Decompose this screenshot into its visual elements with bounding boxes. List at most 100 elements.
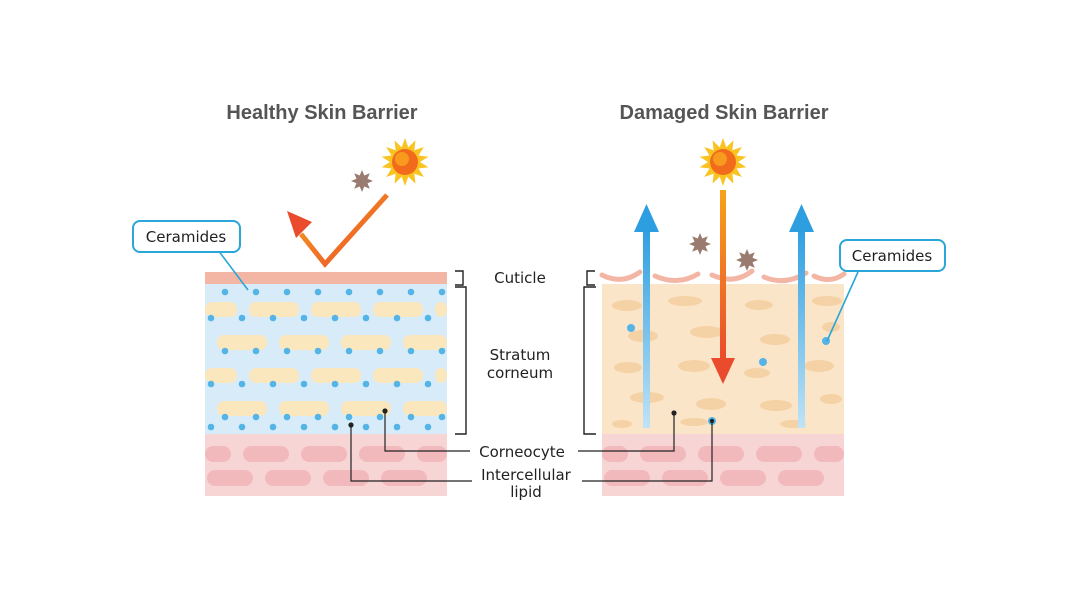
ceramide-dot	[331, 423, 339, 431]
damaged-corneocyte	[690, 326, 724, 338]
ceramide-dot	[376, 347, 384, 355]
lower-cell	[265, 470, 311, 486]
damaged-corneocyte	[678, 360, 710, 372]
lower-cell	[359, 446, 405, 462]
ceramide-dot	[207, 314, 215, 322]
corneocyte-pointer-left	[382, 408, 388, 414]
corneocyte-cell	[403, 335, 447, 350]
ceramide-dot	[331, 314, 339, 322]
damaged-corneocyte	[804, 360, 834, 372]
corneocyte-cell	[279, 335, 329, 350]
damaged-corneocyte	[760, 400, 792, 411]
reflect-arrow-icon	[287, 193, 389, 268]
corneocyte-cell	[249, 368, 299, 383]
corneocyte-cell	[205, 368, 237, 383]
ceramide-dot	[438, 288, 446, 296]
intercellular-label-line1: Intercellular	[481, 466, 572, 484]
lower-cell	[243, 446, 289, 462]
lipid-pointer-right	[709, 418, 715, 424]
lower-cell	[698, 446, 744, 462]
ceramide-dot	[238, 314, 246, 322]
ceramide-dot	[221, 347, 229, 355]
ceramide-dot	[314, 413, 322, 421]
ceramide-dot	[238, 423, 246, 431]
damaged-corneocyte	[812, 296, 842, 306]
damaged-lower-cells	[602, 446, 844, 486]
lower-cell	[814, 446, 844, 462]
ceramide-dot	[376, 413, 384, 421]
damaged-corneocyte	[612, 300, 642, 311]
ceramide-dot	[300, 380, 308, 388]
damaged-corneocyte	[696, 398, 726, 410]
ceramide-dot	[331, 380, 339, 388]
corneocyte-cell	[341, 401, 391, 416]
cuticle-label: Cuticle	[494, 269, 546, 287]
ceramide-dot	[252, 347, 260, 355]
ceramide-dot	[269, 380, 277, 388]
stratum-label-line1: Stratum	[490, 346, 551, 364]
leader-lines	[350, 411, 713, 482]
corneocyte-cell	[435, 368, 447, 383]
corneocyte-leader-left	[384, 411, 470, 452]
damaged-lipid-dot	[627, 324, 635, 332]
sun-icon	[699, 138, 747, 186]
ceramide-dot	[300, 314, 308, 322]
healthy-skin-section	[205, 272, 447, 496]
ceramide-dot	[207, 380, 215, 388]
corneocyte-cell	[403, 401, 447, 416]
left-callout-pointer	[217, 249, 249, 291]
particle-icon	[689, 233, 711, 255]
left-cuticle-bracket	[455, 270, 464, 286]
lower-cell	[602, 446, 628, 462]
ceramide-dot	[362, 380, 370, 388]
right-callout-pointer	[826, 271, 859, 342]
damaged-corneocyte	[614, 362, 642, 373]
corneocyte-pointer-right	[671, 410, 677, 416]
healthy-cuticle	[205, 272, 447, 284]
ceramide-dot	[283, 347, 291, 355]
right-stratum-bracket	[583, 286, 596, 435]
ceramide-dot	[424, 314, 432, 322]
corneocyte-cell	[217, 335, 267, 350]
healthy-lower-layer	[205, 434, 447, 496]
ceramide-dot	[376, 288, 384, 296]
ceramide-dot	[362, 423, 370, 431]
lower-cell	[720, 470, 766, 486]
corneocyte-cell	[373, 302, 423, 317]
damaged-corneocyte	[668, 296, 702, 306]
healthy-lower-cells	[205, 446, 447, 486]
damaged-corneocyte	[822, 322, 840, 332]
lower-cell	[640, 446, 686, 462]
damaged-corneocyte	[744, 368, 770, 378]
corneocyte-label: Corneocyte	[479, 443, 565, 461]
damaged-lipid-dot	[759, 358, 767, 366]
ceramide-dot	[252, 288, 260, 296]
intercellular-leader-left	[350, 425, 472, 482]
sun-highlight	[713, 152, 727, 166]
right-callout-text: Ceramides	[852, 247, 933, 265]
ceramide-dot	[314, 347, 322, 355]
ceramide-dot	[438, 413, 446, 421]
corneocyte-cell	[311, 368, 361, 383]
ceramide-dot	[345, 413, 353, 421]
sun-highlight	[395, 152, 409, 166]
ceramide-dot	[283, 288, 291, 296]
corneocyte-leader-right	[578, 413, 675, 452]
ceramide-dot	[252, 413, 260, 421]
brackets	[455, 270, 596, 435]
lower-cell	[207, 470, 253, 486]
lower-cell	[778, 470, 824, 486]
ceramide-dot	[393, 423, 401, 431]
ceramide-dot	[238, 380, 246, 388]
ceramide-dot	[393, 380, 401, 388]
ceramide-dot	[407, 288, 415, 296]
ceramide-dot	[221, 288, 229, 296]
right-ceramides-callout: Ceramides	[826, 239, 946, 342]
damaged-corneocyte	[680, 418, 708, 426]
ceramide-dot	[269, 314, 277, 322]
lipid-pointer-left	[348, 422, 354, 428]
corneocyte-cell	[435, 302, 447, 317]
damaged-corneocyte	[820, 394, 842, 404]
particle-icon	[736, 249, 758, 271]
